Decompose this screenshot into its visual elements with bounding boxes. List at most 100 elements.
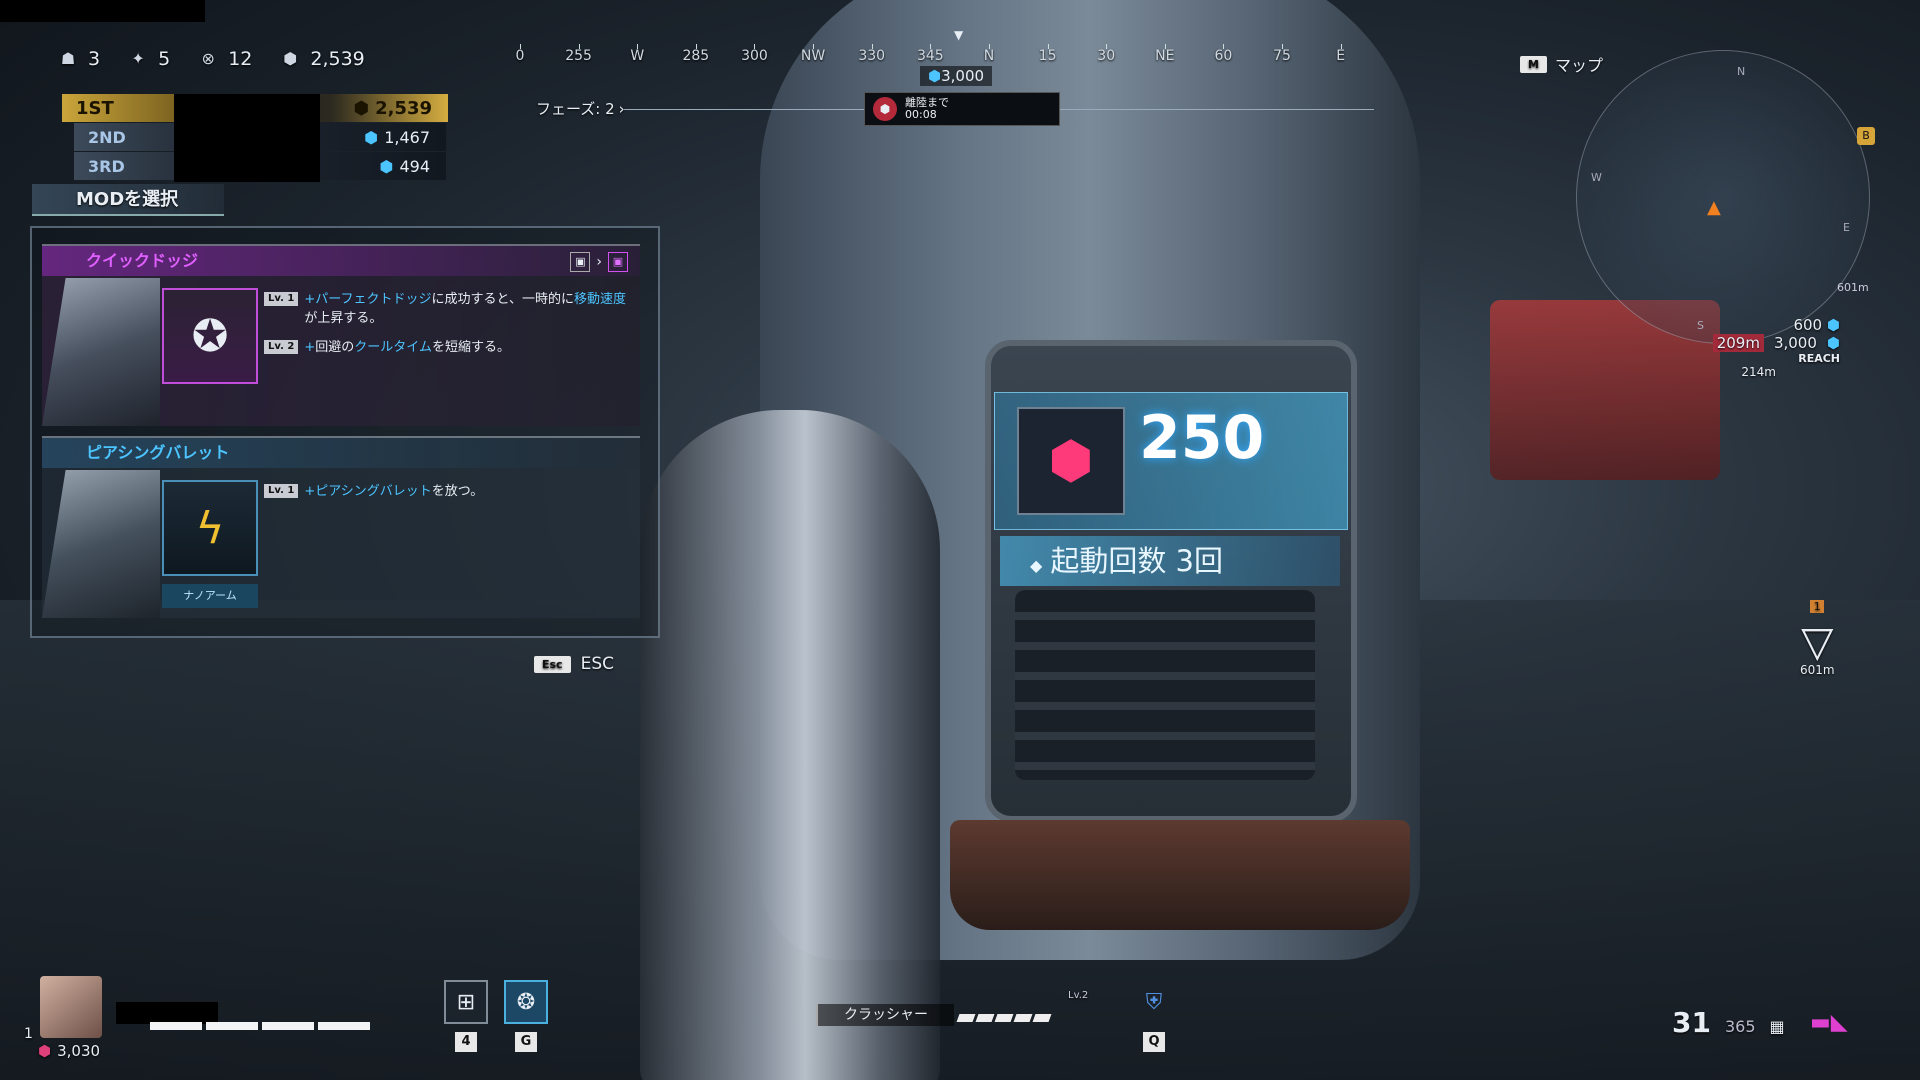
compass-tick — [1047, 44, 1049, 49]
player-character — [640, 410, 940, 1080]
compass-tick-label: 255 — [565, 48, 592, 64]
currency-icon: ⬢ — [283, 49, 298, 68]
compass-tick — [930, 44, 932, 49]
redacted-bar — [0, 0, 205, 22]
minimap[interactable]: N W E S B ▲ 601m — [1576, 50, 1875, 344]
stat-currency: ⬢2,539 — [280, 48, 364, 70]
avatar — [40, 976, 102, 1038]
compass-tick — [1340, 44, 1342, 49]
alert-icon: ⬢ — [873, 97, 897, 121]
nano-arm-tag: ナノアーム — [162, 584, 258, 608]
waypoint-rank: 1 — [1810, 600, 1825, 613]
currency-icon: ⬢ — [379, 156, 394, 176]
shield-value: ⬢3,030 — [38, 1042, 101, 1060]
magazine-icon: ▦ — [1769, 1017, 1785, 1036]
compass-tick-label: 285 — [682, 48, 710, 64]
health-segment — [206, 1022, 258, 1030]
compass-tick — [1164, 44, 1166, 49]
waypoint-marker: 1 ▽ 601m — [1800, 600, 1835, 677]
activation-count: ◆起動回数 3回 — [1000, 536, 1340, 586]
mod-effect-line: Lv. 1 +ピアシングバレットを放つ。 — [264, 482, 634, 501]
mod-description: Lv. 1 +パーフェクトドッジに成功すると、一時的に移動速度が上昇する。 Lv… — [264, 290, 634, 367]
map-label: マップ — [1554, 56, 1603, 75]
mod-card-quick-dodge[interactable]: クイックドッジ ▣ › ▣ ✪ Lv. 1 +パーフェクトドッジに成功すると、一… — [42, 244, 640, 426]
esc-key: Esc — [534, 655, 571, 673]
character-portrait — [42, 470, 160, 618]
level-badge: Lv. 1 — [264, 292, 299, 306]
compass-east: E — [1843, 221, 1850, 234]
compass-west: W — [1591, 171, 1602, 184]
map-button[interactable]: M マップ — [1520, 52, 1603, 76]
top-stats: ☗3 ✦5 ⊗12 ⬢2,539 — [58, 48, 365, 70]
compass-tick — [813, 44, 815, 49]
compass-tick-label: 60 — [1214, 48, 1233, 64]
stat-squad: ☗3 — [58, 48, 100, 70]
rank-place: 3RD — [88, 156, 125, 176]
mod-slot-icon: ▣ — [570, 252, 591, 272]
compass-tick — [637, 44, 639, 49]
compass-tick — [871, 44, 873, 49]
target-icon: ⊗ — [201, 49, 215, 68]
reach-label: REACH — [1798, 352, 1840, 365]
weapon-icon: ▬◣ — [1810, 1010, 1848, 1035]
compass-tick-label: 300 — [741, 48, 768, 64]
escape-button[interactable]: Esc ESC — [534, 654, 614, 674]
ability-key: G — [515, 1032, 537, 1052]
mod-effect-line: Lv. 1 +パーフェクトドッジに成功すると、一時的に移動速度が上昇する。 — [264, 290, 634, 328]
objective-marker-icon: B — [1857, 127, 1875, 145]
compass-tick-label: E — [1336, 48, 1346, 64]
stat-kills: ✦5 — [128, 48, 170, 70]
squad-icon: ☗ — [60, 49, 76, 68]
compass-tick — [1106, 44, 1108, 49]
level-badge: Lv. 2 — [264, 340, 299, 354]
compass-tick-label: N — [983, 48, 995, 64]
mod-card-piercing-bullet[interactable]: ピアシングバレット ϟ ナノアーム Lv. 1 +ピアシングバレットを放つ。 — [42, 436, 640, 618]
compass-south: S — [1697, 319, 1704, 332]
compass-tick-label: 15 — [1038, 48, 1057, 64]
compass-tick-label: 30 — [1097, 48, 1116, 64]
compass-tick — [578, 44, 580, 49]
dodge-icon: ✪ — [162, 288, 258, 384]
compass-caret-icon: ▼ — [954, 28, 964, 42]
shield-ability[interactable]: ⛨ — [1132, 980, 1176, 1024]
compass-tick — [988, 44, 990, 49]
ability-key: Q — [1143, 1032, 1165, 1052]
nano-arm-charge — [956, 1014, 1052, 1022]
mod-card-name: クイックドッジ — [42, 246, 640, 276]
currency-icon: ⬢ — [1826, 316, 1840, 334]
objective-distance-below: 214m — [1741, 365, 1776, 379]
objective-distance: 209m — [1712, 334, 1764, 352]
stat-targets: ⊗12 — [198, 48, 252, 70]
arrow-right-icon: › — [596, 254, 602, 270]
compass-tick-label: W — [630, 48, 645, 64]
player-level: 1 — [24, 1026, 33, 1042]
mod-card-name: ピアシングバレット — [42, 438, 640, 468]
compass-currency: ⬢3,000 — [920, 66, 993, 86]
compass-tick — [1223, 44, 1225, 49]
compass-tick — [754, 44, 756, 49]
station-cost: 250 — [1139, 403, 1265, 473]
rank-score: ⬢494 — [379, 156, 430, 176]
waypoint-distance: 601m — [1800, 663, 1835, 677]
compass-tick-label: 330 — [858, 48, 886, 64]
drop-pod-base — [950, 820, 1410, 930]
compass-tick-label: 75 — [1273, 48, 1291, 64]
redacted-name — [116, 1002, 218, 1024]
medkit-ability[interactable]: ⊞ — [444, 980, 488, 1024]
medkit-icon: ⊞ — [456, 989, 476, 1015]
character-portrait — [42, 278, 160, 426]
shield-icon: ⬢ — [38, 1042, 52, 1060]
nano-arm-level: Lv.2 — [1068, 990, 1089, 1001]
compass-tick — [695, 44, 697, 49]
mod-station-panel[interactable]: ⬢ 250 — [994, 392, 1348, 530]
health-bar — [150, 1022, 370, 1030]
rank-score: ⬢1,467 — [364, 127, 430, 147]
health-segment — [150, 1022, 202, 1030]
waypoint-icon: ▽ — [1801, 617, 1834, 666]
ranking-board: 1ST ⬢2,539 2ND ⬢1,467 3RD ⬢494 — [62, 94, 448, 182]
eagle-ability[interactable]: ❂ — [504, 980, 548, 1024]
currency-icon: ⬢ — [353, 97, 370, 119]
compass-tick-label: 0 — [515, 48, 525, 64]
